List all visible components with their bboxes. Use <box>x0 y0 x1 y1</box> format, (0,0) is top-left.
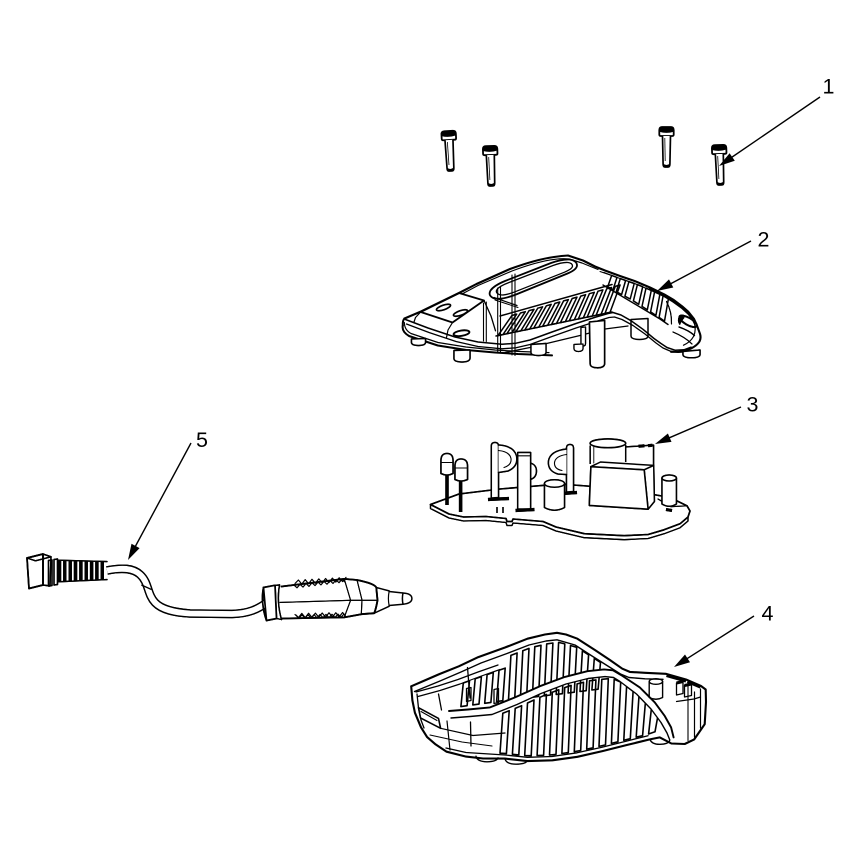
svg-text:1: 1 <box>823 75 835 99</box>
svg-text:5: 5 <box>196 428 208 452</box>
svg-text:3: 3 <box>747 393 759 417</box>
svg-text:4: 4 <box>762 602 774 626</box>
svg-text:2: 2 <box>758 228 770 252</box>
